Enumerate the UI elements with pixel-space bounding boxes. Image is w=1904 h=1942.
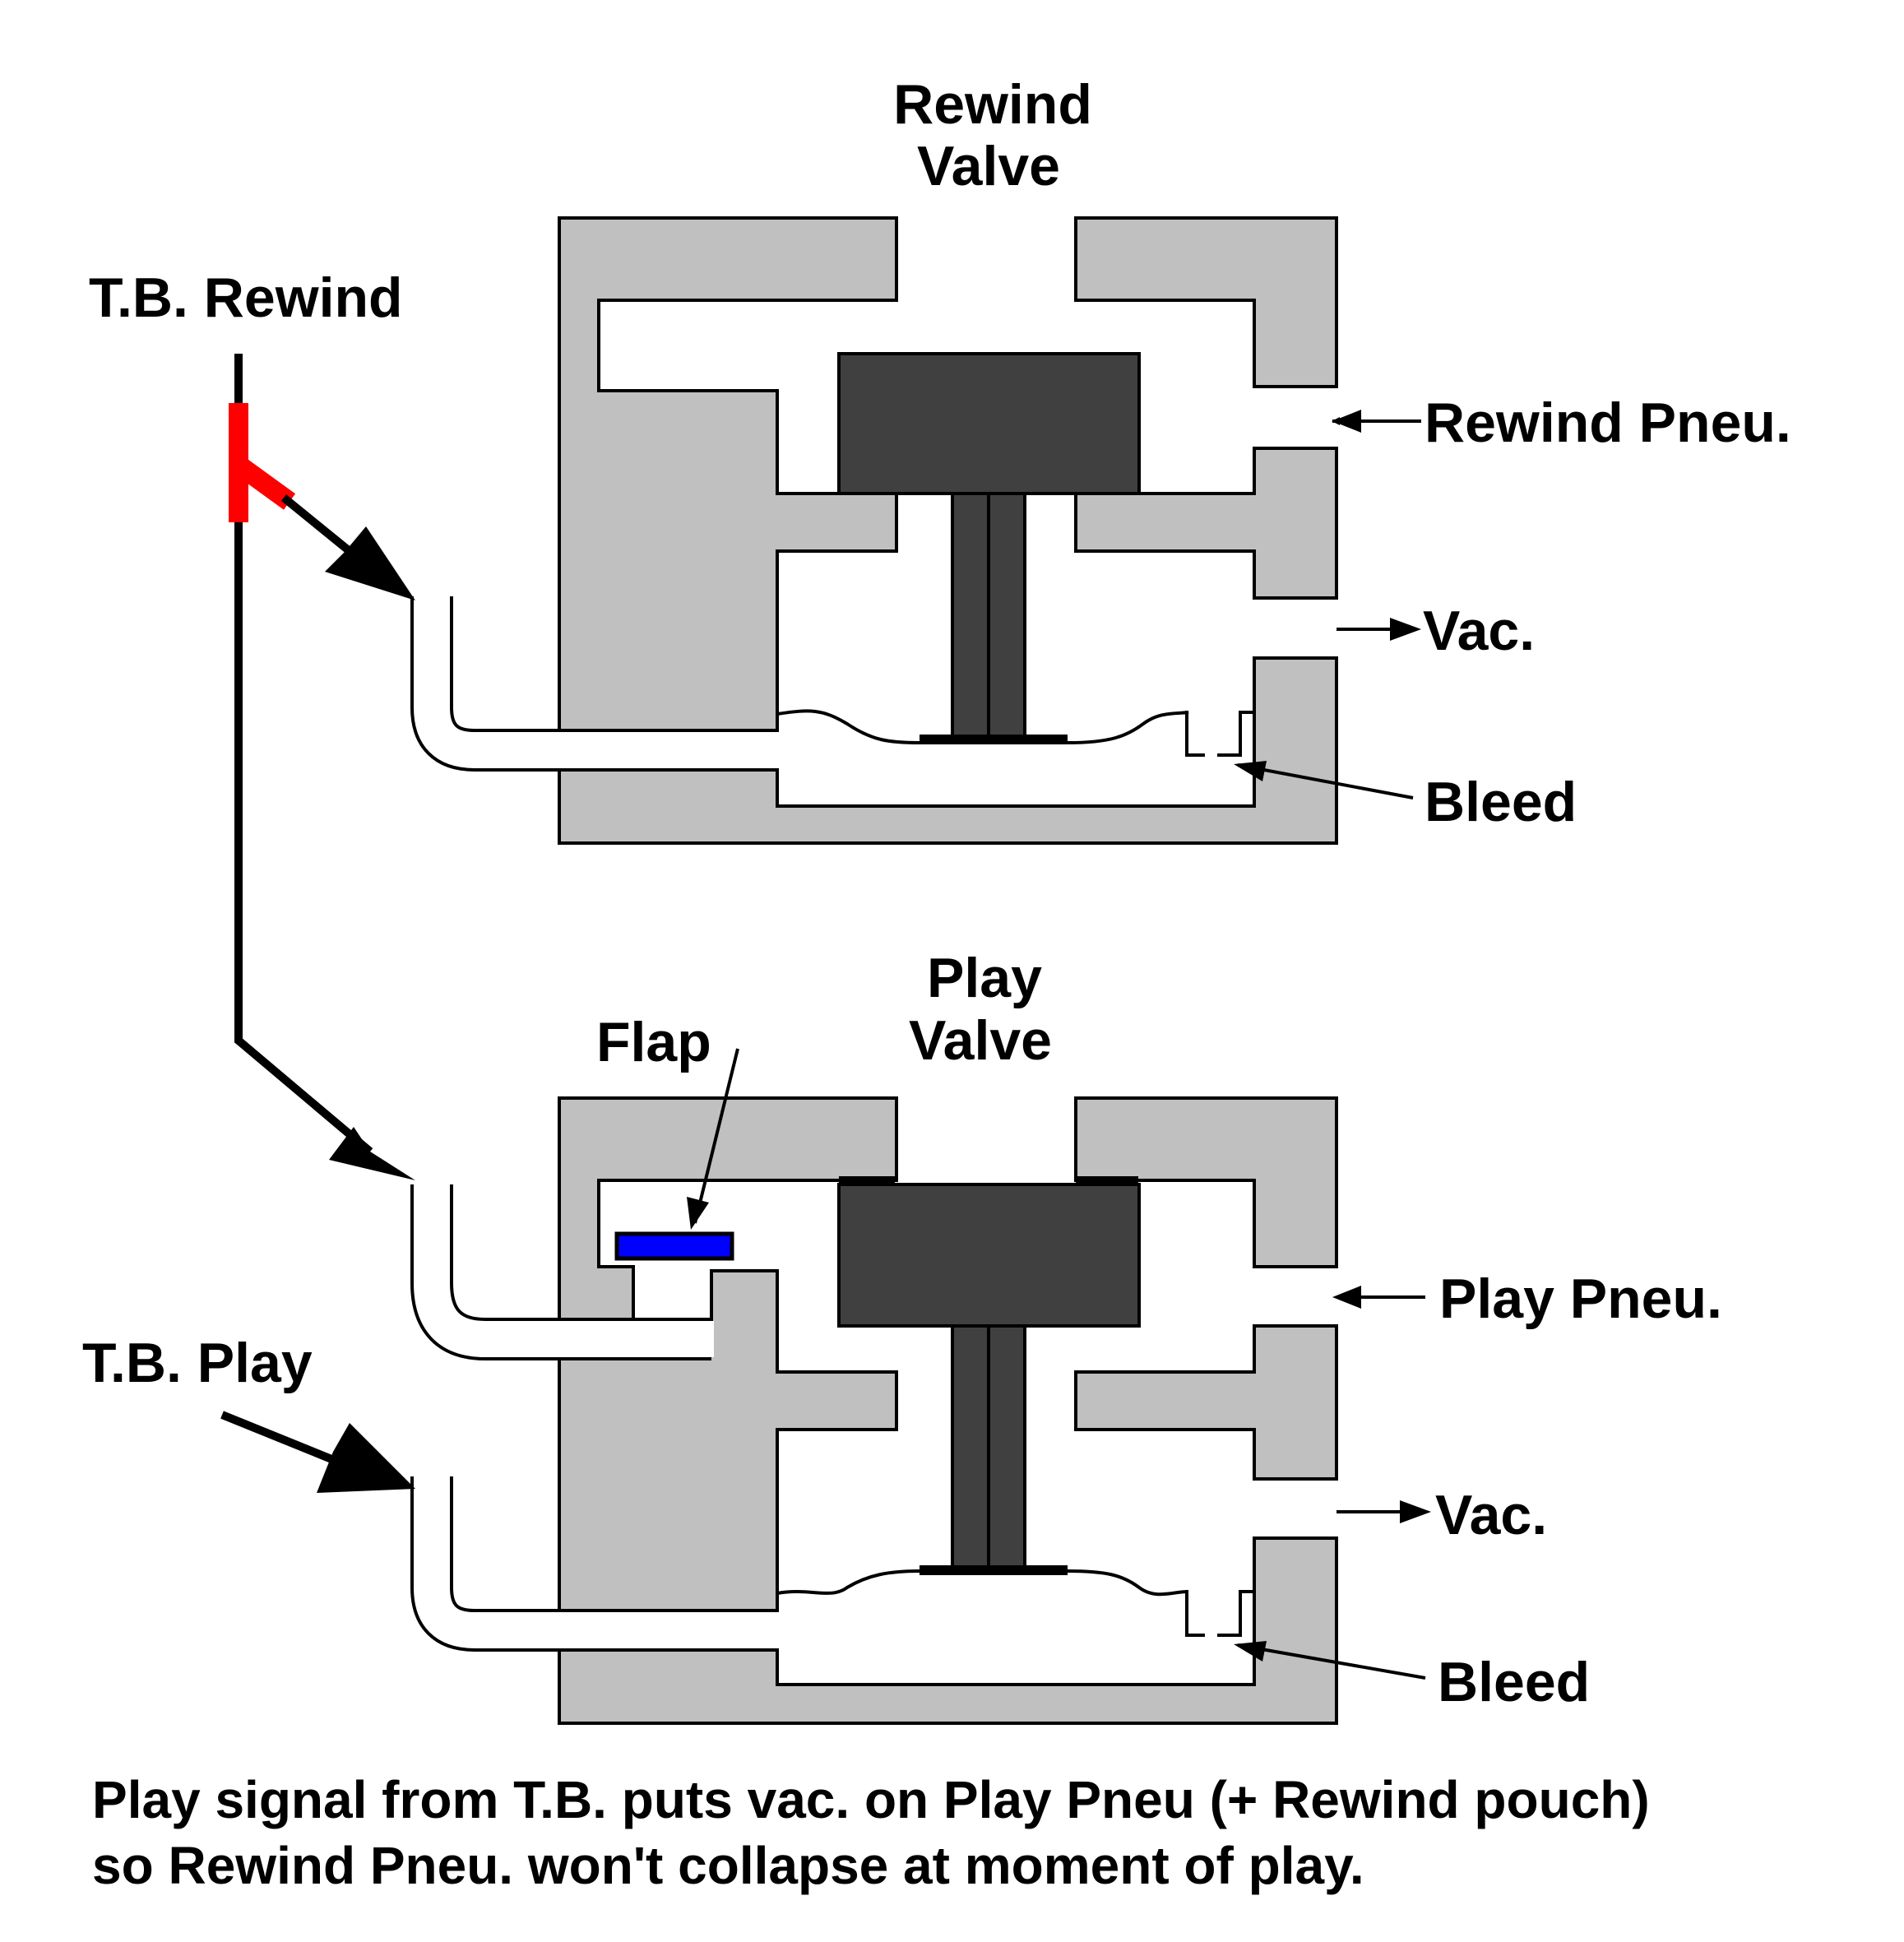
caption-line2: so Rewind Pneu. won't collapse at moment… (92, 1836, 1364, 1895)
vac-bottom-label: Vac. (1435, 1484, 1547, 1546)
tb-play-line (220, 1411, 415, 1493)
flap-label: Flap (596, 1011, 711, 1073)
play-valve-label-line2: Valve (909, 1009, 1052, 1072)
vac-top-label: Vac. (1423, 600, 1535, 662)
rewind-pouch (776, 709, 1205, 757)
rewind-pneu-label: Rewind Pneu. (1425, 392, 1791, 454)
play-valve-disc (837, 1183, 1141, 1328)
rewind-valve-label-line1: Rewind (893, 73, 1092, 136)
rewind-valve-disc (837, 352, 1141, 495)
rewind-signal-tube (414, 593, 779, 768)
tb-play-label: T.B. Play (82, 1332, 313, 1394)
caption-line1: Play signal from T.B. puts vac. on Play … (92, 1770, 1650, 1829)
play-valve-label-line1: Play (927, 947, 1042, 1009)
flap (614, 1231, 734, 1261)
bleed-top-label: Bleed (1425, 771, 1577, 833)
play-valve-body-right-middle (1074, 1324, 1338, 1481)
pointer-arrows (687, 410, 1431, 1680)
play-valve (410, 1096, 1338, 1725)
rewind-valve (410, 216, 1338, 845)
rewind-pouch-feed-tube (414, 1181, 714, 1357)
rewind-valve-body-right-middle (1074, 447, 1338, 600)
tb-rewind-line (229, 354, 415, 1180)
play-signal-tube (414, 1473, 779, 1648)
tb-rewind-label: T.B. Rewind (89, 267, 403, 329)
play-pouch (776, 1569, 1205, 1637)
rewind-valve-label-line2: Valve (917, 135, 1060, 197)
rewind-valve-body-right-top (1074, 216, 1338, 388)
play-pneu-label: Play Pneu. (1439, 1268, 1722, 1330)
bleed-bottom-label: Bleed (1438, 1651, 1590, 1713)
